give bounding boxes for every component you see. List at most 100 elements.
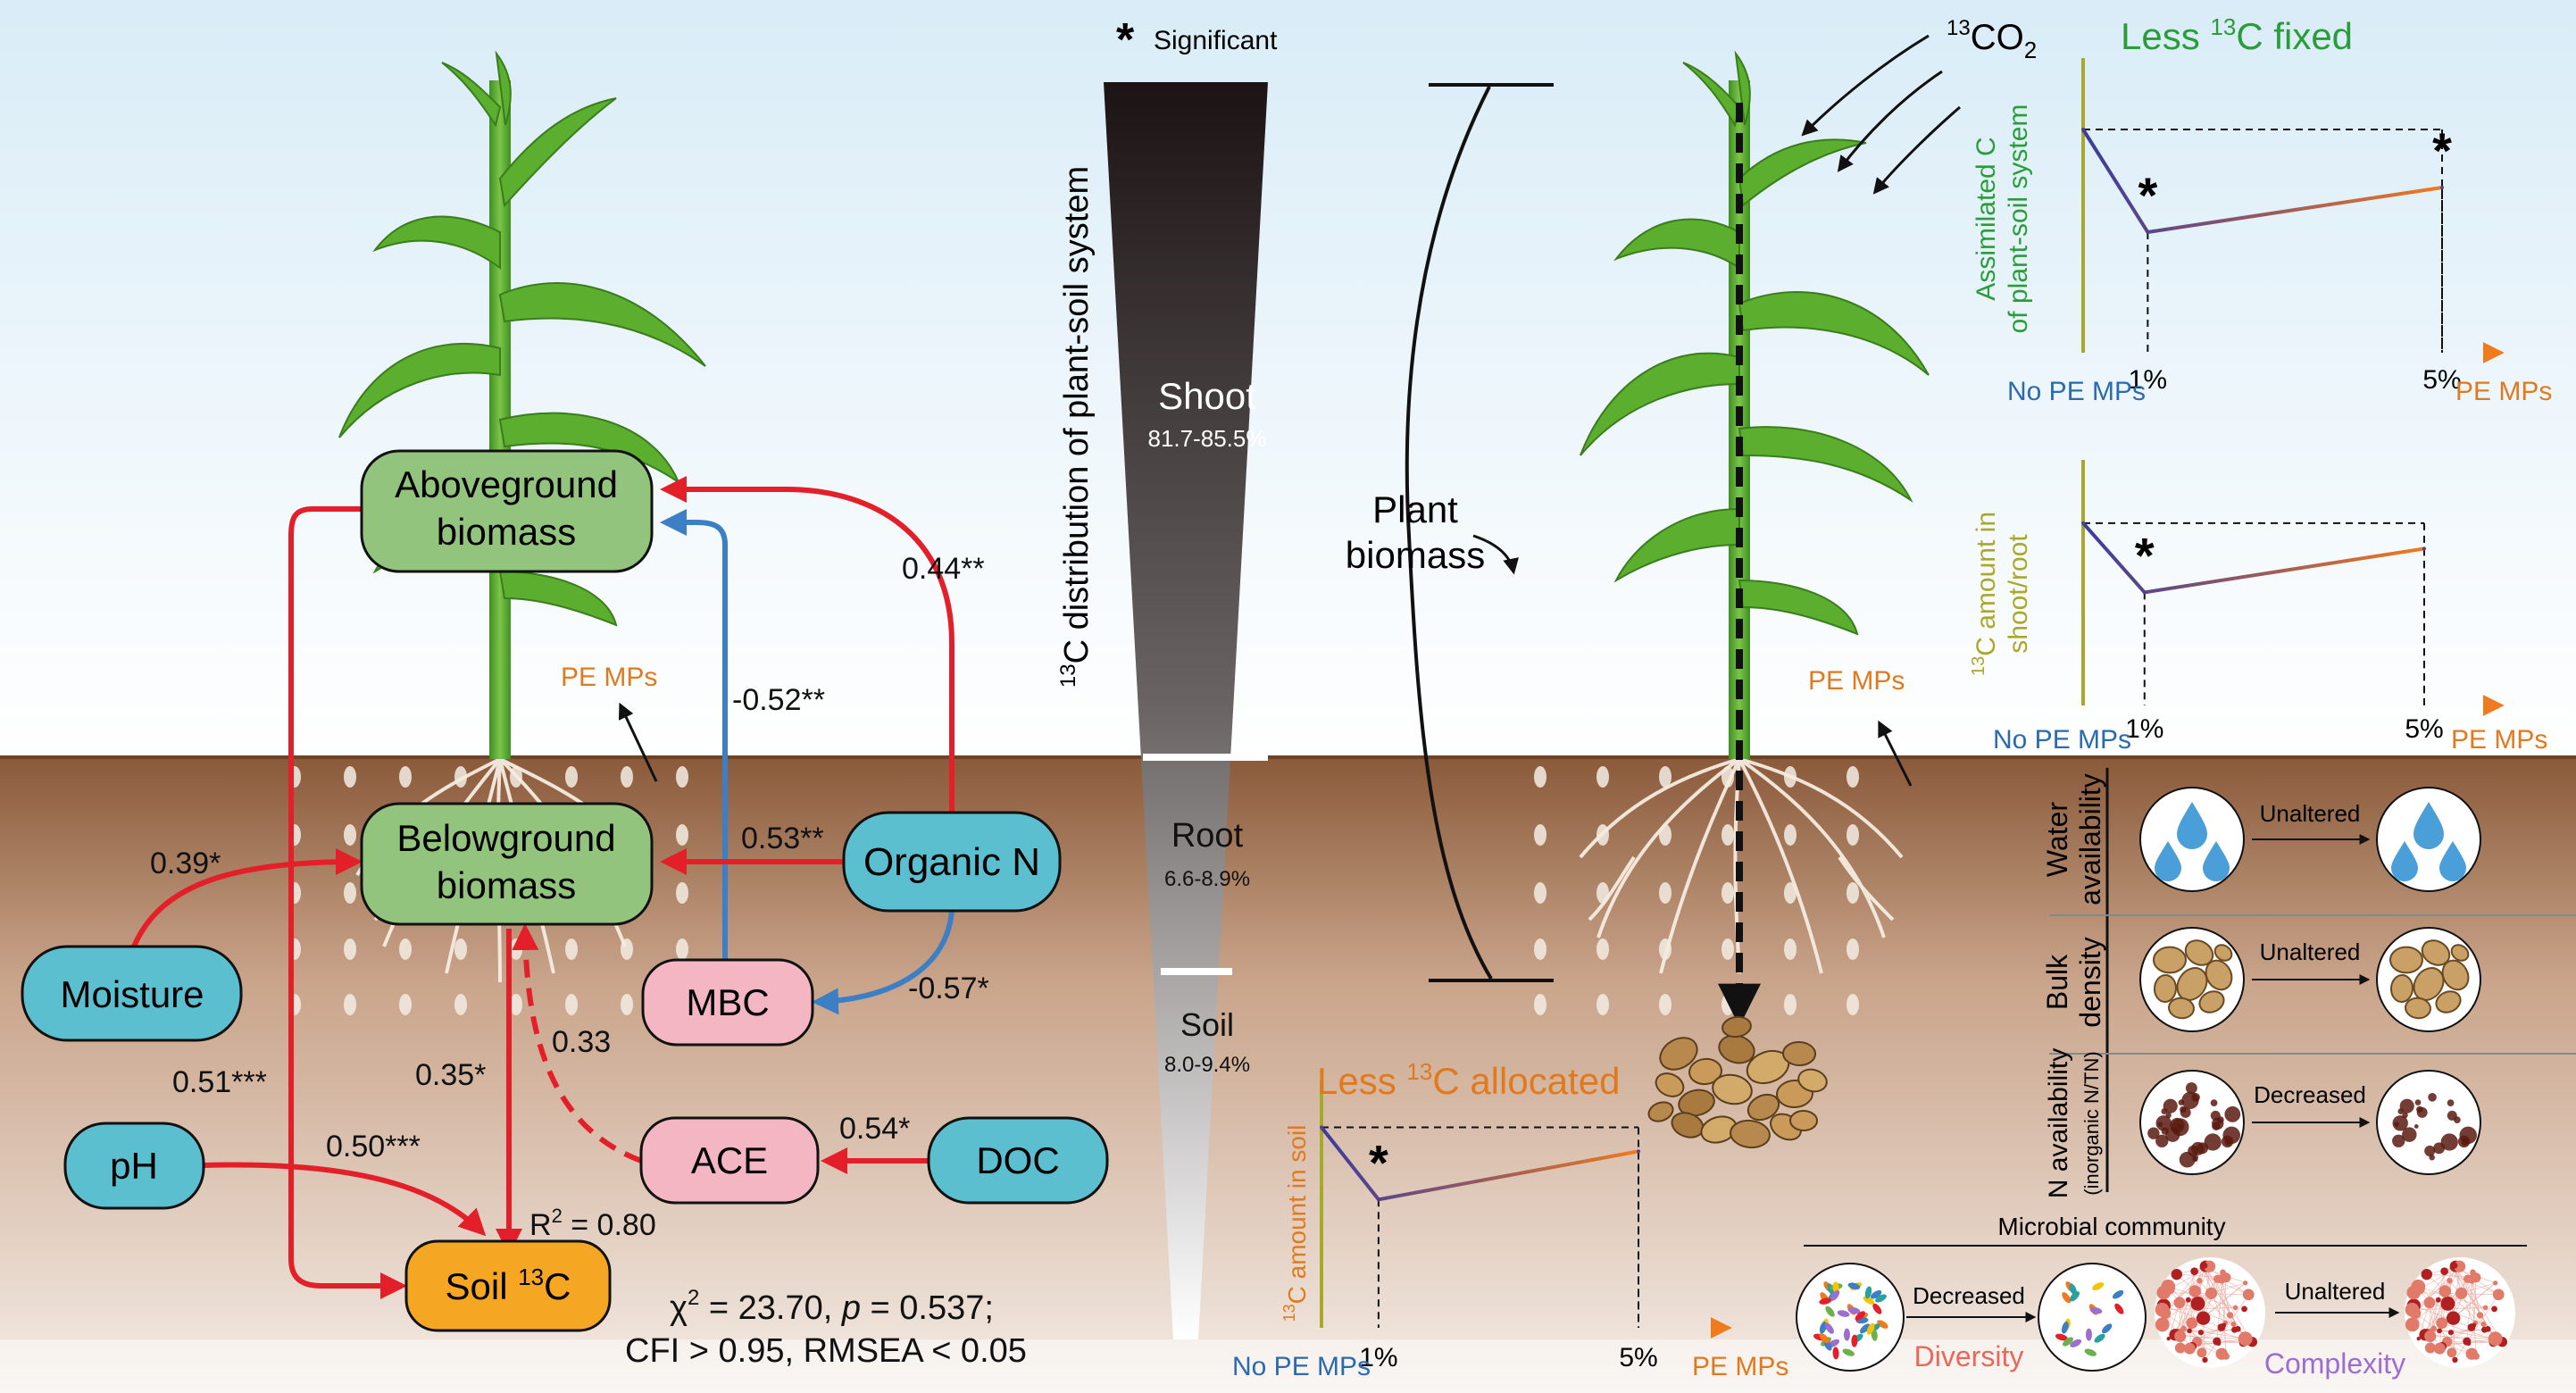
aggregate-grain [2450,944,2470,962]
network-node [2436,1317,2448,1330]
network-node [2446,1311,2461,1325]
microbe [1871,1328,1878,1341]
n-dot [2392,1134,2405,1147]
pe-mps-label-right: PE MPs [1808,666,1905,696]
soil-aggregates [1647,1015,1828,1149]
n-dot [2212,1117,2224,1130]
chart-tick-label: 5% [1619,1343,1657,1372]
network-edge [2180,1271,2196,1337]
network-node [2166,1336,2171,1341]
network-node [2201,1262,2208,1269]
network-node [2452,1356,2458,1364]
significance-legend: * Significant [1116,14,1278,66]
n-dot [2428,1093,2437,1102]
significance-marker: * [1369,1134,1388,1190]
network-node [2430,1325,2438,1332]
aggregate-grain [2198,990,2225,1013]
network-after [2405,1260,2508,1364]
network-node [2231,1326,2238,1333]
soil-pore [1534,994,1546,1015]
network-node [2230,1321,2237,1327]
plant-biomass-bracket [1405,83,1554,982]
microbe [1872,1303,1882,1314]
n-dot [2440,1133,2458,1151]
chart-tick-label: 1% [1359,1343,1397,1372]
network-edge [2180,1336,2246,1339]
network-edge [2223,1277,2227,1326]
n-dot [2402,1127,2417,1142]
microbe [2102,1323,2113,1334]
network-edge [2414,1265,2460,1314]
soil-aggregate [1647,1101,1674,1122]
right-maize-plant [1579,50,1930,1027]
microbe [1870,1289,1882,1299]
n-status: Decreased [2254,1081,2366,1108]
chart-tick-label: 5% [2405,714,2443,744]
chart-point [1637,1149,1640,1154]
network-node [2222,1353,2230,1360]
soil-pore [1784,824,1797,846]
network-node [2481,1326,2488,1333]
n-dot [2447,1099,2455,1106]
network-edge [2202,1267,2244,1337]
aggregate-grain [2153,946,2187,974]
soil-13c-box: Soil 13C [404,1239,612,1332]
microbe [2070,1339,2082,1347]
microbe [2070,1291,2080,1302]
network-edge [2164,1265,2210,1314]
diversity-status: Decreased [1913,1282,2025,1309]
network-before [2155,1260,2258,1364]
coef-organic-n-belowground: 0.53** [741,822,824,855]
soil-13c-label: Soil 13C [446,1264,571,1307]
coef-ph-soil: 0.50*** [326,1130,421,1164]
network-node [2171,1268,2183,1280]
aggregate-grain [2389,946,2423,974]
n-dot [2204,1133,2222,1151]
significance-text: Significant [1154,26,1278,55]
organic-n-box: Organic N [842,811,1062,913]
model-fit-stats: χ2 = 23.70, p = 0.537; CFI > 0.95, RMSEA… [625,1286,1027,1370]
moisture-label: Moisture [60,973,204,1015]
mbc-label: MBC [686,981,769,1023]
soil-pore [1847,994,1859,1015]
path-mbc-to-aboveground [660,509,728,969]
network-node [2202,1356,2208,1364]
soil-pore [1659,994,1671,1015]
model-fit-line-2: CFI > 0.95, RMSEA < 0.05 [625,1332,1027,1370]
network-edge [2428,1333,2494,1344]
n-dot [2224,1139,2232,1147]
aggregate-grain [2405,997,2431,1020]
network-node [2186,1317,2198,1330]
aggregate-grain [2441,959,2470,991]
network-node [2408,1307,2416,1315]
network-node [2174,1342,2186,1354]
water-status: Unaltered [2260,800,2361,827]
significance-star: * [1116,14,1135,66]
microbe [1877,1320,1888,1329]
network-edge [2178,1333,2244,1344]
soil-pore [344,824,356,846]
significance-marker: * [2432,122,2452,179]
organic-n-label: Organic N [863,840,1040,884]
network-node [2183,1342,2196,1355]
funnel-soil-label: Soil [1180,1006,1234,1043]
soil-aggregate [1655,1072,1685,1097]
network-edge [2473,1277,2477,1326]
soil-pore [621,766,633,788]
microbial-title: Microbial community [1997,1213,2225,1240]
network-node [2197,1278,2203,1284]
water-drops-after [2391,802,2466,881]
aggregate-grain [2153,974,2178,1003]
path-aboveground-to-soil [288,506,407,1299]
chart-point [2440,186,2444,189]
network-node [2155,1317,2170,1332]
network-edge [2455,1265,2503,1342]
funnel-soil-range: 8.0-9.4% [1164,1053,1250,1077]
soil-pore [565,938,578,960]
n-dot [2169,1117,2185,1133]
network-node [2242,1289,2255,1301]
soil-pore [676,766,688,788]
network-node [2451,1262,2458,1269]
microbe [2062,1292,2072,1304]
